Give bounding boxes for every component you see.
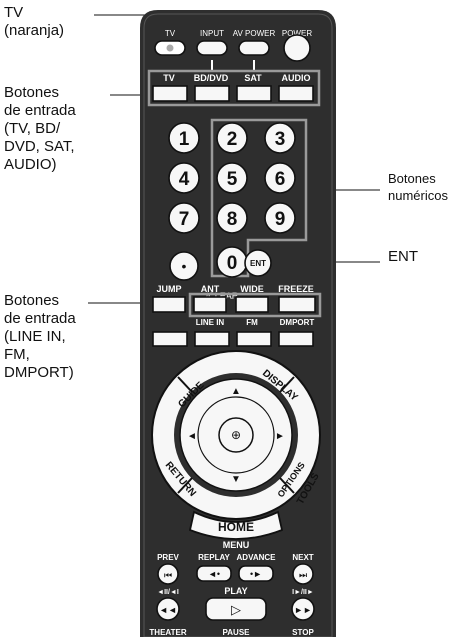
label-dmport: DMPORT xyxy=(280,318,315,327)
digit-3-button[interactable] xyxy=(264,122,296,154)
callout-numeric-buttons: Botones numéricos xyxy=(388,171,448,203)
menu-label: MENU xyxy=(223,540,250,550)
enter-icon: ⊕ xyxy=(231,428,241,442)
av-power-button[interactable] xyxy=(238,40,270,56)
top-label-power: POWER xyxy=(282,29,312,38)
input-row-2-callout-box xyxy=(188,292,322,318)
forward-icon: ►► xyxy=(294,605,312,615)
play-icon: ▷ xyxy=(231,602,241,617)
rewind-icon: ◄◄ xyxy=(159,605,177,615)
color-button-3[interactable] xyxy=(236,331,272,347)
label-rewind: ◄II/◄I xyxy=(157,589,179,596)
digit-8-button[interactable] xyxy=(216,202,248,234)
arrow-down-icon: ▼ xyxy=(231,474,241,485)
input-label-bd-dvd: BD/DVD xyxy=(194,73,229,83)
input-label-tv: TV xyxy=(163,73,175,83)
color-button-2[interactable] xyxy=(194,331,230,347)
advance-icon: •► xyxy=(250,569,262,579)
digit-1-button[interactable] xyxy=(168,122,200,154)
input-bd-dvd-button[interactable] xyxy=(194,85,230,102)
input-label-audio: AUDIO xyxy=(282,73,311,83)
digit-0-label: 0 xyxy=(227,253,238,274)
arrow-up-icon: ▲ xyxy=(231,386,241,397)
digit-6-button[interactable] xyxy=(264,162,296,194)
color-button-4[interactable] xyxy=(278,331,314,347)
numeric-keypad: 1 2 3 4 5 6 7 8 9 0 xyxy=(168,122,296,278)
play-button[interactable] xyxy=(205,597,267,621)
input-audio-button[interactable] xyxy=(278,85,314,102)
label-theater: THEATER xyxy=(149,628,186,637)
label-pause: PAUSE xyxy=(223,628,251,637)
prev-button[interactable] xyxy=(157,563,179,585)
replay-icon: ◄• xyxy=(208,569,220,579)
input-tv-button[interactable] xyxy=(152,85,188,102)
next-icon: ⏭ xyxy=(299,570,307,580)
input-button[interactable] xyxy=(196,40,228,56)
digit-6-label: 6 xyxy=(275,169,286,190)
digit-7-button[interactable] xyxy=(168,202,200,234)
digit-4-label: 4 xyxy=(179,169,190,190)
dmport-button[interactable] xyxy=(278,296,316,313)
digit-3-label: 3 xyxy=(275,129,286,150)
digit-4-button[interactable] xyxy=(168,162,200,194)
clear-label: /CLEAR xyxy=(206,291,239,301)
callout-input-buttons-1: Botones de entrada (TV, BD/ DVD, SAT, AU… xyxy=(4,84,76,173)
digit-2-button[interactable] xyxy=(216,122,248,154)
jump-button[interactable] xyxy=(152,296,186,313)
input-sat-button[interactable] xyxy=(236,85,272,102)
top-label-input: INPUT xyxy=(200,29,224,38)
line-in-button[interactable] xyxy=(193,296,227,313)
prev-icon: ⏮ xyxy=(164,570,172,580)
label-line-in: LINE IN xyxy=(196,318,225,327)
label-freeze: FREEZE xyxy=(278,284,314,294)
ent-label: ENT xyxy=(250,259,266,268)
digit-5-label: 5 xyxy=(227,169,238,190)
label-advance: ADVANCE xyxy=(237,553,277,562)
digit-2-label: 2 xyxy=(227,129,238,150)
callout-input-buttons-2: Botones de entrada (LINE IN, FM, DMPORT) xyxy=(4,292,76,381)
input-label-sat: SAT xyxy=(244,73,262,83)
label-fm: FM xyxy=(246,318,258,327)
home-button[interactable] xyxy=(188,510,284,540)
digit-5-button[interactable] xyxy=(216,162,248,194)
callout-ent: ENT xyxy=(388,248,418,265)
label-jump: JUMP xyxy=(156,284,181,294)
input-row-1-callout-box xyxy=(147,69,321,107)
label-prev: PREV xyxy=(157,553,179,562)
label-ant: ANT xyxy=(201,284,220,294)
tv-button-dot xyxy=(166,44,174,52)
digit-8-label: 8 xyxy=(227,209,238,230)
label-forward: I►/II► xyxy=(292,589,314,596)
fm-button[interactable] xyxy=(235,296,269,313)
label-wide: WIDE xyxy=(240,284,264,294)
next-button[interactable] xyxy=(292,563,314,585)
label-next: NEXT xyxy=(292,553,313,562)
label-stop: STOP xyxy=(292,628,314,637)
dot-label: • xyxy=(182,258,187,274)
power-button[interactable] xyxy=(283,34,311,62)
ent-button[interactable] xyxy=(244,249,272,277)
digit-9-button[interactable] xyxy=(264,202,296,234)
top-label-tv: TV xyxy=(165,29,176,38)
top-label-av-power: AV POWER xyxy=(233,29,276,38)
digit-7-label: 7 xyxy=(179,209,190,230)
replay-button[interactable] xyxy=(196,565,232,582)
numeric-callout-box xyxy=(210,118,308,278)
navigation-cluster: ⊕ ▲ ▼ ◄ ► GUIDE DISPLAY RETURN OPTIONS T… xyxy=(151,350,322,520)
rewind-button[interactable] xyxy=(156,597,180,621)
arrow-right-icon: ► xyxy=(275,431,285,442)
label-replay: REPLAY xyxy=(198,553,230,562)
forward-button[interactable] xyxy=(291,597,315,621)
color-button-1[interactable] xyxy=(152,331,188,347)
digit-1-label: 1 xyxy=(179,129,190,150)
digit-9-label: 9 xyxy=(275,209,286,230)
callout-tv: TV (naranja) xyxy=(4,4,65,39)
dot-button[interactable] xyxy=(169,251,199,281)
advance-button[interactable] xyxy=(238,565,274,582)
enter-button[interactable] xyxy=(218,417,254,453)
home-label: HOME xyxy=(218,520,254,534)
arrow-left-icon: ◄ xyxy=(187,431,197,442)
label-play: PLAY xyxy=(224,586,247,596)
